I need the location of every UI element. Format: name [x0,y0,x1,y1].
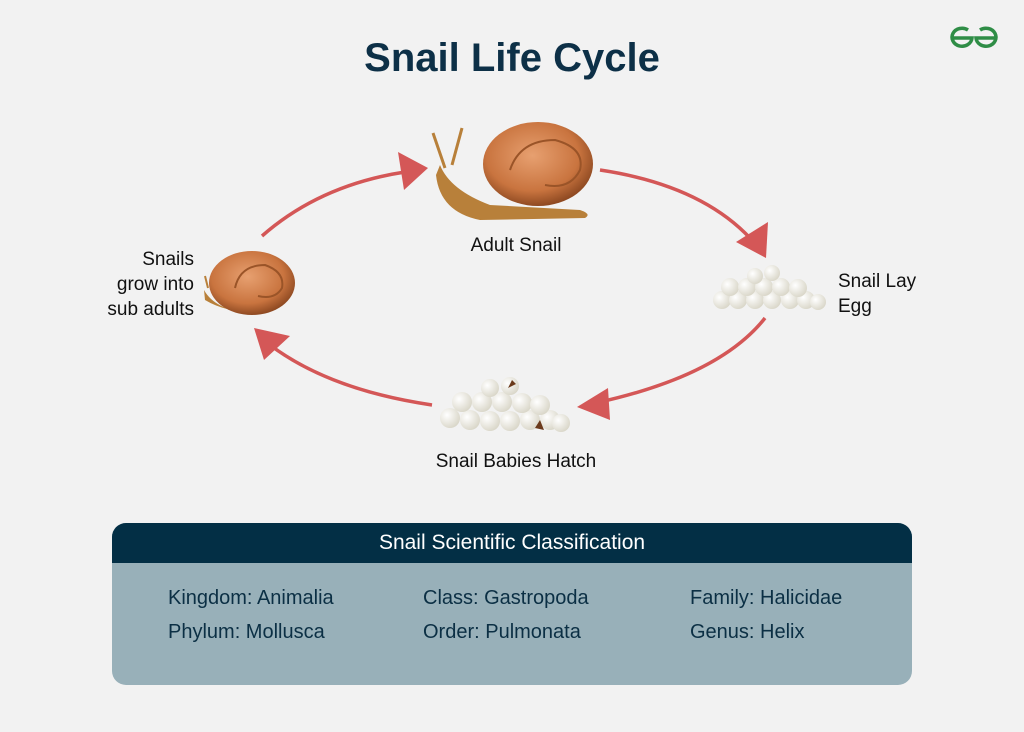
arrow-to-subadult [268,343,433,407]
arrowhead-icon [254,328,290,360]
stage-label-adult: Adult Snail [470,235,562,256]
stage-label-hatch: Snail Babies Hatch [435,451,597,472]
label-line: Snail Lay [838,271,917,292]
label-line: Snails [142,249,194,270]
cycle-arrows [260,168,767,407]
label-line: grow into [116,274,194,295]
stage-label-subadult: Snails grow into sub adults [60,247,194,322]
classification-table: Snail Scientific Classification Kingdom:… [112,523,912,685]
order: Order: Pulmonata [423,621,581,643]
arrowhead-icon [736,222,768,258]
adult-snail-image [431,122,593,220]
life-cycle-diagram [204,122,826,432]
label-line: Egg [838,296,872,317]
classification-title: Snail Scientific Classification [112,523,912,563]
geeksforgeeks-logo-icon [950,26,998,48]
arrow-to-hatch [599,316,767,404]
arrow-to-eggs [599,168,752,240]
family: Family: Halicidae [690,587,843,609]
class: Class: Gastropoda [423,587,589,609]
sub-adult-snail-image [204,251,295,315]
arrowhead-icon [398,152,428,190]
hatching-eggs-image [440,377,570,432]
arrow-to-adult [260,170,406,238]
genus: Genus: Helix [690,621,805,643]
snail-eggs-image [713,265,826,310]
page-title: Snail Life Cycle [364,36,660,80]
stage-label-eggs: Snail Lay Egg [838,269,916,319]
kingdom: Kingdom: Animalia [168,587,334,609]
label-line: sub adults [107,299,194,320]
phylum: Phylum: Mollusca [168,621,325,643]
arrowhead-icon [577,388,610,420]
